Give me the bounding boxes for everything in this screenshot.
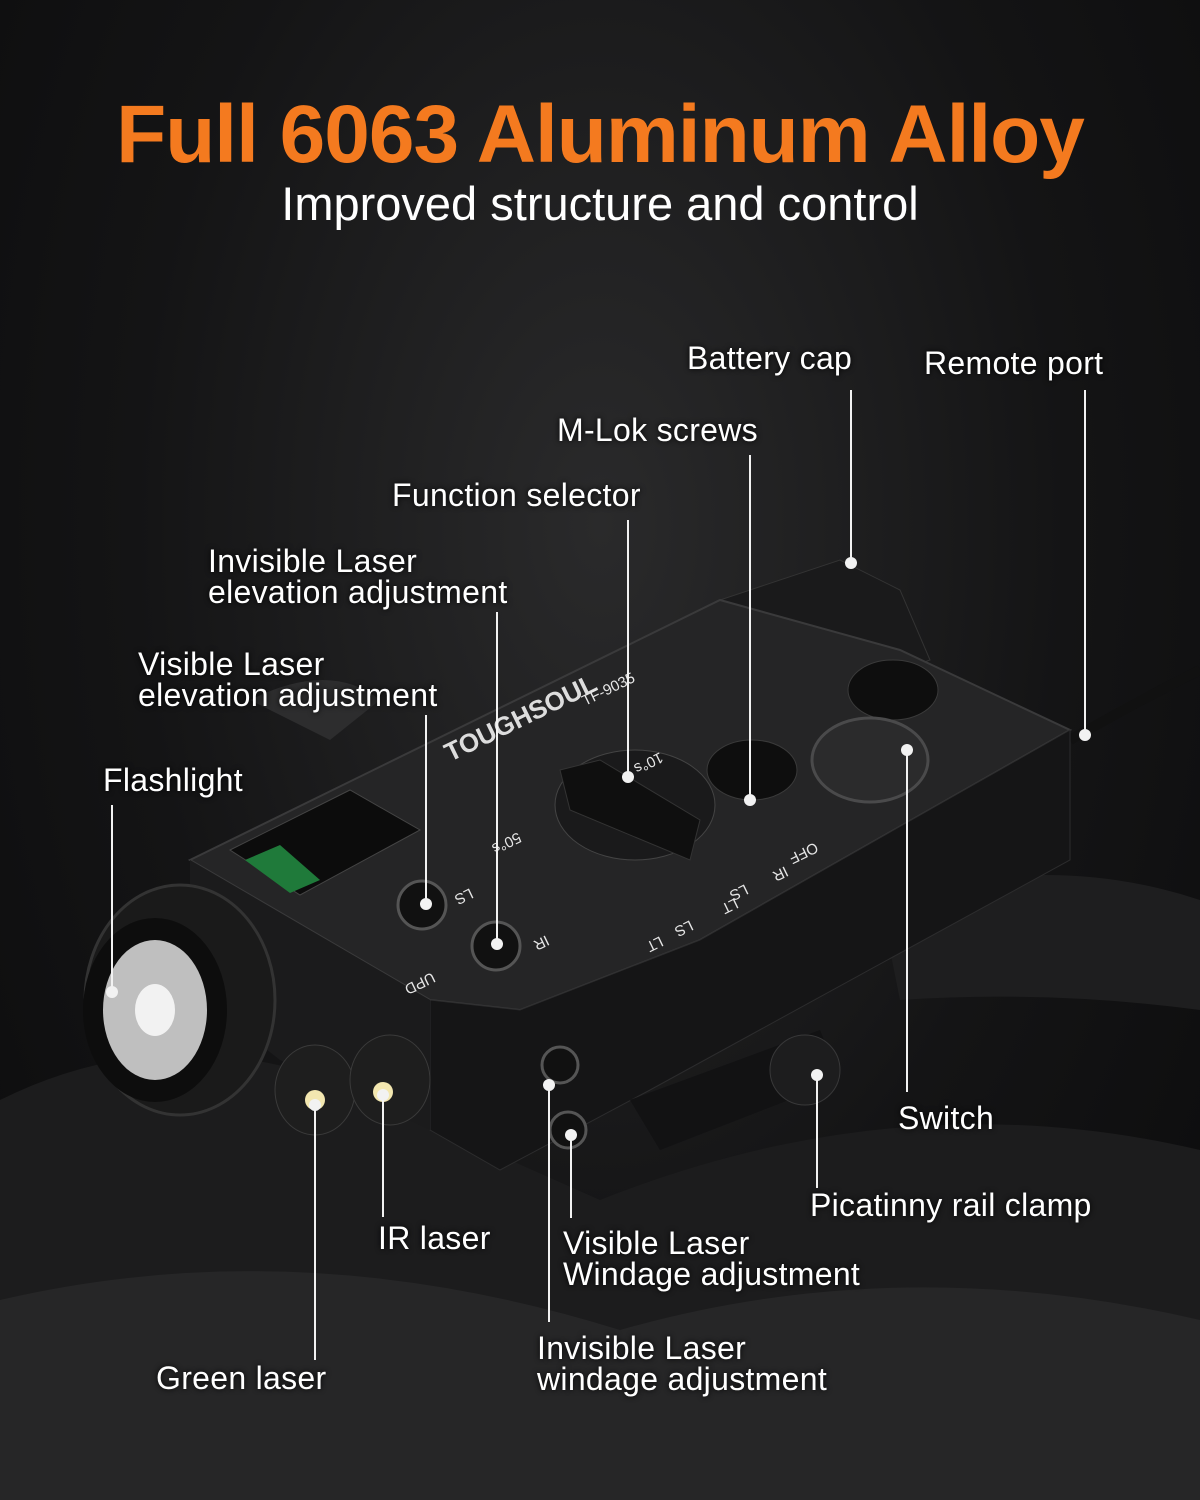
- label-invisible-windage: Invisible Laser windage adjustment: [537, 1330, 828, 1397]
- function-selector-knob: [559, 759, 701, 861]
- clamp-knob: [769, 1034, 841, 1106]
- leader-green-laser: [314, 1105, 316, 1360]
- label-mlok-screws: M-Lok screws: [557, 412, 758, 448]
- label-green-laser: Green laser: [156, 1360, 327, 1396]
- leader-invisible-windage: [548, 1085, 550, 1322]
- selector-mark-ir: IR: [770, 862, 791, 884]
- leader-visible-windage: [570, 1135, 572, 1218]
- remote-cable: [1067, 665, 1200, 745]
- leader-invisible-elev: [491, 612, 503, 950]
- label-line: Invisible Laser: [537, 1330, 747, 1366]
- label-flashlight: Flashlight: [103, 762, 243, 798]
- mlok-screw: [706, 739, 798, 801]
- headline: Full 6063 Aluminum Alloy: [116, 89, 1085, 180]
- label-line: windage adjustment: [537, 1361, 828, 1397]
- switch-button: [810, 716, 930, 804]
- label-invisible-elevation: Invisible Laser elevation adjustment: [208, 543, 508, 610]
- label-line: elevation adjustment: [138, 677, 438, 713]
- leader-ir-laser: [382, 1095, 384, 1217]
- ir-laser-emitter: [349, 1034, 431, 1126]
- label-remote-port: Remote port: [924, 345, 1104, 381]
- visible-windage-adjuster: [540, 1045, 580, 1085]
- selector-mark-lt-2: LT: [644, 932, 666, 954]
- label-ir-laser: IR laser: [378, 1220, 491, 1256]
- subheadline: Improved structure and control: [281, 177, 919, 230]
- selector-mark-ls-2: LS: [672, 916, 696, 939]
- leader-switch: [906, 750, 908, 1092]
- device-body-side: [429, 729, 1071, 1171]
- selector-mark-ls: LS: [727, 880, 751, 903]
- leader-flashlight: [106, 805, 118, 998]
- label-visible-windage: Visible Laser Windage adjustment: [563, 1225, 861, 1292]
- leader-picatinny: [816, 1075, 818, 1188]
- label-visible-elevation: Visible Laser elevation adjustment: [138, 646, 438, 713]
- label-line: elevation adjustment: [208, 574, 508, 610]
- leader-selector: [622, 520, 634, 783]
- leader-visible-elev: [420, 715, 432, 910]
- selector-mark-lt: LT: [719, 894, 741, 916]
- label-line: Visible Laser: [563, 1225, 750, 1261]
- label-line: Visible Laser: [138, 646, 325, 682]
- adjuster-mark-ls: LS: [452, 884, 476, 907]
- adjuster-mark-ir: IR: [531, 931, 552, 953]
- leader-mlok: [744, 455, 756, 806]
- label-battery-cap: Battery cap: [687, 340, 853, 376]
- label-picatinny: Picatinny rail clamp: [810, 1187, 1092, 1223]
- label-line: Windage adjustment: [563, 1256, 861, 1292]
- mlok-screw-2: [847, 659, 939, 721]
- label-line: Invisible Laser: [208, 543, 418, 579]
- leader-battery-cap: [845, 390, 857, 569]
- leader-remote-port: [1079, 390, 1091, 741]
- label-function-selector: Function selector: [392, 477, 641, 513]
- label-switch: Switch: [898, 1100, 995, 1136]
